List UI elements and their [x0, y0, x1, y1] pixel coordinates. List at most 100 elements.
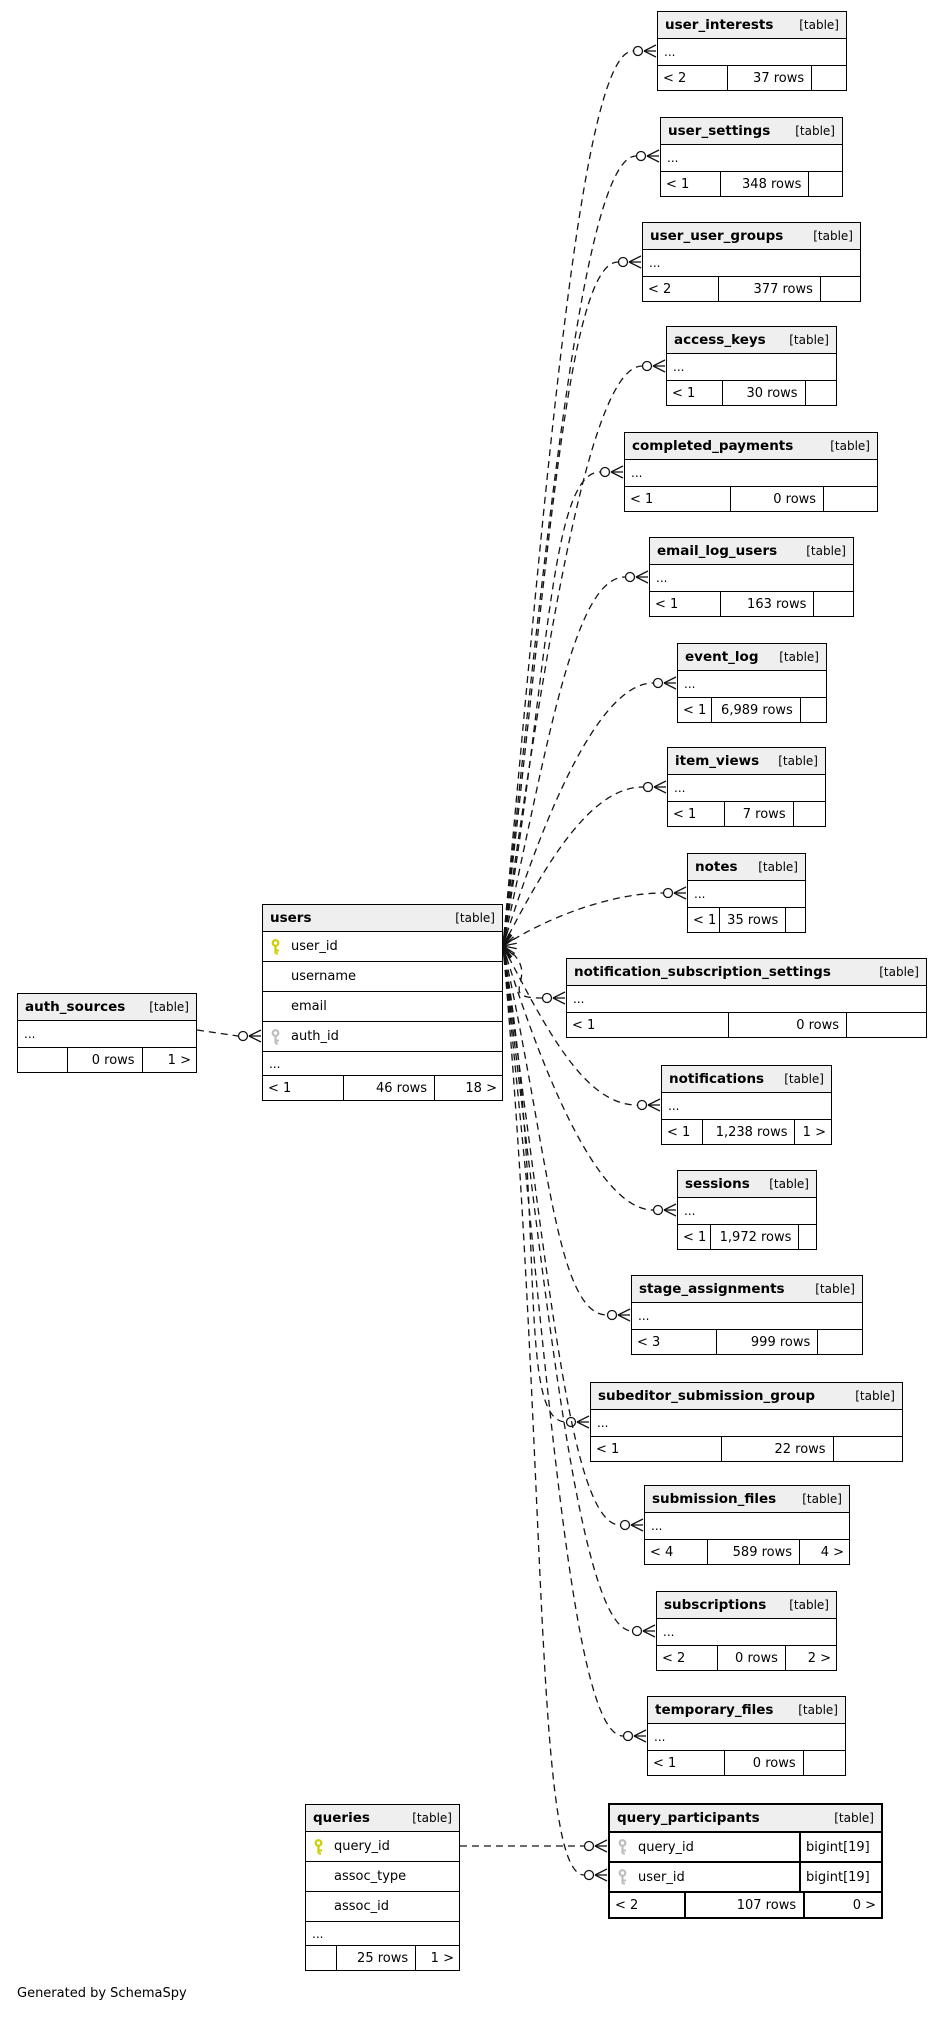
table-type-label: [table]: [769, 1177, 809, 1191]
incoming-fk-count: < 1: [678, 698, 713, 722]
column-name: email: [291, 999, 327, 1014]
column-row-query_id: query_id: [306, 1832, 459, 1862]
zero-or-one-circle: [662, 887, 674, 899]
columns-ellipsis-row: ...: [678, 671, 826, 698]
table-header[interactable]: submission_files[table]: [645, 1486, 849, 1513]
outgoing-fk-count: [824, 487, 877, 511]
outgoing-fk-count: [806, 381, 836, 405]
row-count: 589 rows: [708, 1540, 801, 1564]
outgoing-fk-count: [801, 698, 826, 722]
outgoing-fk-count: [847, 1013, 926, 1037]
incoming-fk-count: < 1: [661, 172, 721, 196]
table-name: sessions: [685, 1176, 750, 1192]
incoming-fk-count: < 3: [632, 1330, 718, 1354]
table-name: subscriptions: [664, 1597, 767, 1613]
table-header[interactable]: subscriptions[table]: [657, 1592, 836, 1619]
edge-auth_sources-users: [196, 1029, 262, 1043]
outgoing-fk-count: 0 >: [852, 1897, 876, 1913]
fk-key-icon: [271, 1028, 280, 1044]
table-header[interactable]: user_interests[table]: [658, 12, 846, 39]
table-header[interactable]: stage_assignments[table]: [632, 1276, 862, 1303]
generated-by-note: Generated by SchemaSpy: [17, 1986, 187, 2001]
fk-key-icon: [618, 1839, 627, 1855]
incoming-fk-count: < 1: [650, 592, 722, 616]
row-count: 0 rows: [731, 487, 825, 511]
table-header[interactable]: notes[table]: [688, 854, 805, 881]
zero-or-one-circle: [237, 1030, 249, 1042]
row-count: 37 rows: [728, 66, 813, 90]
table-name: notification_subscription_settings: [574, 964, 831, 980]
row-count: 35 rows: [720, 908, 787, 932]
incoming-fk-count: < 1: [567, 1013, 729, 1037]
table-type-label: [table]: [802, 1492, 842, 1506]
incoming-fk-count: [306, 1946, 337, 1970]
zero-or-one-circle: [624, 571, 636, 583]
incoming-fk-count: < 4: [645, 1540, 709, 1564]
table-header[interactable]: auth_sources[table]: [18, 994, 196, 1021]
columns-ellipsis-row: ...: [306, 1922, 459, 1946]
columns-ellipsis-row: ...: [591, 1410, 902, 1437]
outgoing-fk-count: [809, 172, 842, 196]
table-header[interactable]: event_log[table]: [678, 644, 826, 671]
table-header[interactable]: query_participants[table]: [610, 1805, 881, 1833]
zero-or-one-circle: [652, 1204, 664, 1216]
table-name: notes: [695, 859, 738, 875]
table-header[interactable]: email_log_users[table]: [650, 538, 853, 565]
table-header[interactable]: user_settings[table]: [661, 118, 842, 145]
table-header[interactable]: user_user_groups[table]: [643, 223, 860, 250]
table-header[interactable]: notification_subscription_settings[table…: [567, 959, 926, 986]
incoming-fk-count: < 1: [591, 1437, 722, 1461]
column-name: user_id: [291, 939, 338, 954]
columns-ellipsis-row: ...: [625, 460, 877, 487]
table-header[interactable]: subeditor_submission_group[table]: [591, 1383, 902, 1410]
table-header[interactable]: item_views[table]: [668, 748, 825, 775]
table-header[interactable]: sessions [table]: [678, 1171, 816, 1198]
row-count: 1,972 rows: [711, 1225, 800, 1249]
table-header[interactable]: users[table]: [263, 905, 502, 932]
incoming-fk-count: < 1: [263, 1076, 345, 1100]
table-type-label: [table]: [789, 333, 829, 347]
zero-or-one-circle: [599, 466, 611, 478]
table-header[interactable]: queries[table]: [306, 1805, 459, 1832]
table-node-notification_subscription_settings[interactable]: notification_subscription_settings[table…: [566, 958, 927, 1038]
table-name: access_keys: [674, 332, 766, 348]
outgoing-fk-count: [812, 66, 846, 90]
edge-users-user_settings: [498, 149, 660, 947]
table-header[interactable]: completed_payments[table]: [625, 433, 877, 460]
table-type-label: [table]: [834, 1811, 874, 1825]
crowfoot-marker: [606, 1308, 631, 1322]
table-header[interactable]: temporary_files[table]: [648, 1697, 845, 1724]
table-header[interactable]: notifications[table]: [662, 1066, 831, 1093]
table-header[interactable]: access_keys [table]: [667, 327, 836, 354]
crowfoot-marker: [662, 886, 687, 900]
table-name: event_log: [685, 649, 759, 665]
pk-key-icon: [314, 1838, 323, 1854]
